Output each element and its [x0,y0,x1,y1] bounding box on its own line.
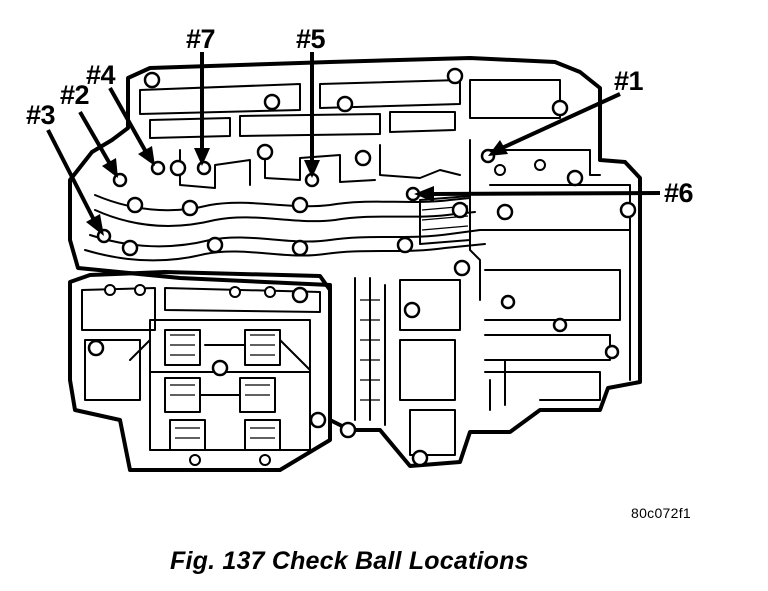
callout-label-3: #3 [26,100,56,130]
callout-label-7: #7 [186,24,216,54]
upper-valve-body [68,56,642,468]
check-ball-markers [96,148,496,244]
arrow-4 [108,87,148,153]
callout-label-6: #6 [664,178,694,208]
arrow-6 [431,191,661,196]
figure-caption: Fig. 137 Check Ball Locations [170,547,529,575]
figure-code: 80c072f1 [631,505,692,521]
bolt-holes [87,67,637,467]
callout-label-5: #5 [296,24,326,54]
arrow-3 [46,129,96,221]
callout-arrows [46,52,661,236]
lower-transfer-plate [68,270,332,472]
callout-label-2: #2 [60,80,90,110]
arrow-1 [501,92,621,150]
callout-label-1: #1 [614,66,644,96]
arrow-2 [78,111,112,165]
callout-label-4: #4 [86,60,116,90]
